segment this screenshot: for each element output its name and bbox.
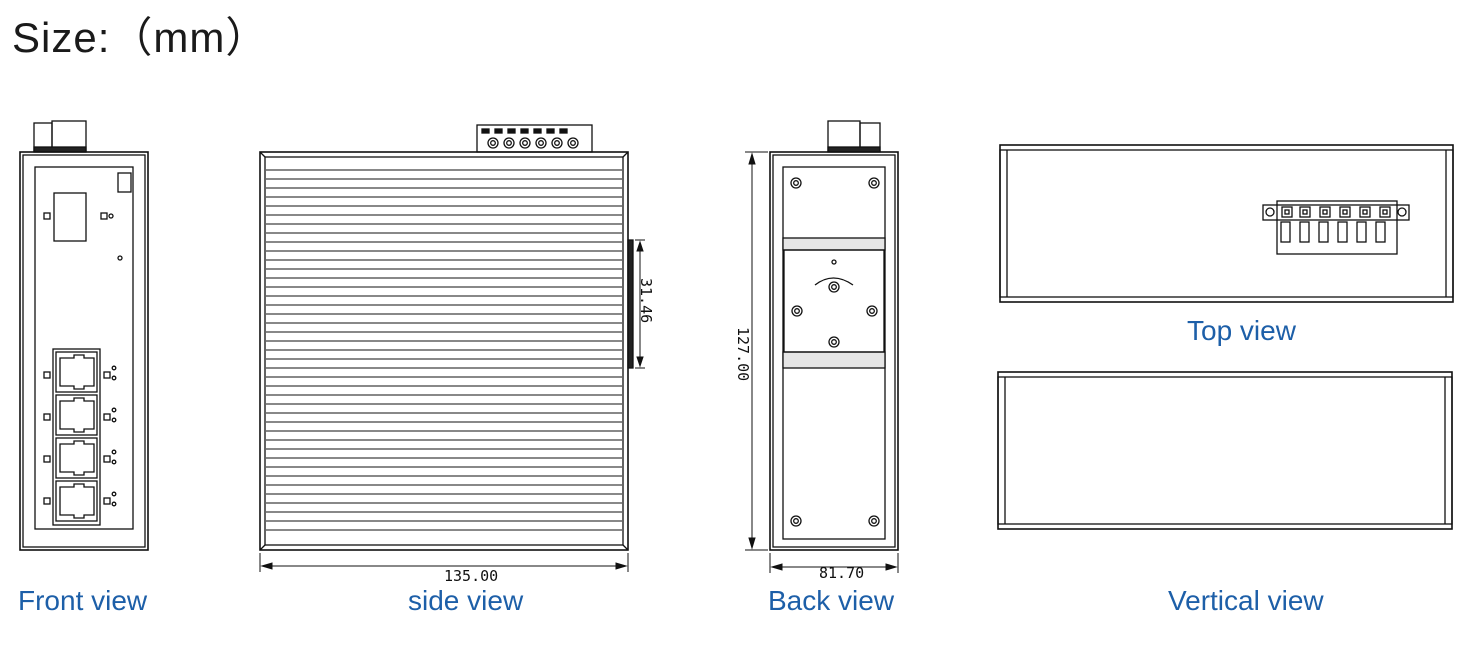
back-view-drawing <box>769 120 899 551</box>
top-view-drawing <box>999 144 1454 303</box>
top-view-caption: Top view <box>1187 315 1296 346</box>
vertical-view-caption: Vertical view <box>1168 585 1324 616</box>
side-width-dimension: 135.00 <box>444 567 498 585</box>
page-title: Size:（mm） <box>12 14 269 61</box>
side-view-cooling-fins <box>266 169 622 531</box>
vertical-view-drawing <box>997 371 1453 530</box>
back-view-caption: Back view <box>768 585 895 616</box>
front-view-drawing <box>19 120 149 551</box>
side-rail-dimension: 31.46 <box>637 278 655 323</box>
side-view-caption: side view <box>408 585 524 616</box>
back-view-dimension-lines <box>745 151 899 573</box>
side-view-dimension-lines <box>259 239 645 572</box>
side-view-drawing <box>259 124 634 551</box>
back-width-dimension: 81.70 <box>819 564 864 582</box>
front-view-caption: Front view <box>18 585 148 616</box>
back-height-dimension: 127.00 <box>734 327 752 381</box>
